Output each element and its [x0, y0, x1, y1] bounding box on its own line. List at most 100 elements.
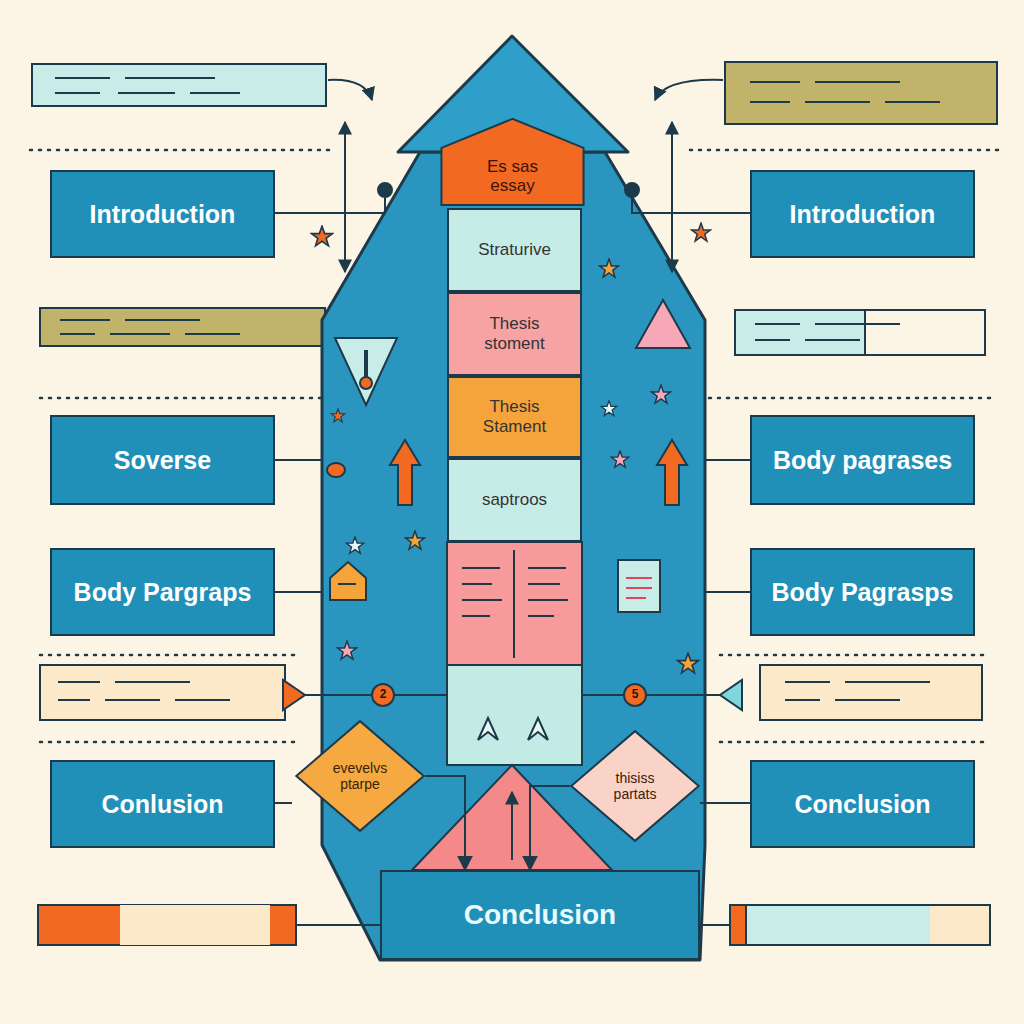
dash-panel: [750, 81, 800, 83]
dash-panel: [815, 323, 900, 325]
node-text: Soverse: [114, 446, 211, 475]
house-outline: [322, 36, 705, 960]
callout-number: 5: [623, 683, 647, 707]
node-text: Conclusion: [794, 790, 930, 819]
decision-diamond-outline: [296, 721, 423, 831]
section-box: Conclusion: [750, 760, 975, 848]
connector-arrow: [425, 776, 465, 870]
pointer-triangle: [720, 680, 742, 710]
dash-panel: [725, 62, 997, 124]
leader-line: [700, 924, 730, 926]
node-text: Conclusion: [464, 899, 616, 931]
icon: [626, 597, 646, 599]
decision-diamond-outline: [571, 731, 698, 841]
leader-line: [275, 459, 322, 461]
dash-panel: [845, 681, 930, 683]
curved-arrow: [655, 80, 723, 100]
star: [678, 653, 699, 673]
section-box: Body Pargraps: [50, 548, 275, 636]
dotted-rule: [40, 654, 300, 657]
icon: [390, 440, 420, 505]
center-band: [513, 550, 515, 658]
center-band: [447, 542, 582, 665]
dash-panel: [38, 905, 296, 945]
dash-panel: [735, 310, 985, 355]
title-pentagon: Es sas essay: [440, 118, 585, 206]
dash-panel: [750, 101, 790, 103]
structure-band: saptroos: [447, 458, 582, 542]
decision-diamond: evevelvs ptarpe: [295, 720, 425, 832]
node-text: 5: [632, 688, 639, 702]
leader-line: [705, 459, 750, 461]
node-text: Body Pagrasps: [771, 578, 953, 607]
dash-panel: [785, 699, 820, 701]
star: [331, 409, 345, 422]
icon: [330, 562, 366, 600]
structure-band: Thesis Stament: [447, 376, 582, 458]
icon: [338, 583, 356, 585]
leader-line: [705, 591, 750, 593]
dash-panel: [60, 333, 95, 335]
icon: [657, 440, 687, 505]
dash-panel: [885, 101, 940, 103]
leader-line: [625, 183, 639, 197]
icon: [626, 577, 652, 579]
node-text: Thesis Stament: [467, 397, 562, 436]
dash-panel: [125, 319, 200, 321]
star: [338, 641, 357, 659]
dash-panel: [55, 92, 100, 94]
icon: [364, 350, 368, 378]
dash-panel: [755, 323, 800, 325]
node-text: 2: [380, 688, 387, 702]
node-text: Introduction: [790, 200, 936, 229]
callout-number: 2: [371, 683, 395, 707]
dash-panel: [58, 699, 90, 701]
pointer-triangle: [283, 680, 305, 710]
dash-panel: [805, 101, 870, 103]
leader-line: [296, 924, 380, 926]
leader-line: [582, 694, 720, 696]
dash-panel: [40, 308, 325, 346]
star: [652, 385, 671, 403]
dash-panel: [60, 319, 110, 321]
dash-panel: [55, 77, 110, 79]
dash-panel: [815, 81, 900, 83]
house-outline: [322, 152, 705, 960]
section-box: Conlusion: [50, 760, 275, 848]
structure-band: Thesis stoment: [447, 292, 582, 376]
dash-panel: [760, 665, 982, 720]
dash-panel: [110, 333, 170, 335]
dash-panel: [785, 681, 830, 683]
dash-panel: [185, 333, 240, 335]
node-text: Body Pargraps: [74, 578, 252, 607]
vertical-arrow: [344, 122, 346, 272]
dash-panel: [805, 339, 860, 341]
node-text: Body pagrases: [773, 446, 952, 475]
icon: [327, 463, 345, 477]
section-box: Introduction: [50, 170, 275, 258]
center-band: [462, 568, 568, 616]
leader-line: [275, 190, 385, 213]
curved-arrow: [328, 80, 372, 100]
icon: [618, 560, 660, 612]
node-text: saptroos: [482, 490, 547, 510]
dotted-rule: [720, 654, 990, 657]
dash-panel: [125, 77, 215, 79]
center-band: [478, 718, 548, 740]
icon: [636, 300, 690, 348]
dash-panel: [730, 905, 746, 945]
dotted-rule: [30, 149, 330, 152]
center-band: [511, 792, 513, 860]
star: [312, 226, 333, 246]
star: [346, 537, 363, 553]
dash-panel: [175, 699, 230, 701]
star: [406, 531, 425, 549]
conclusion-box: Conclusion: [380, 870, 700, 960]
dash-panel: [190, 92, 240, 94]
leader-line: [632, 190, 750, 213]
star: [611, 451, 628, 467]
center-band: [412, 542, 612, 870]
dash-panel: [105, 699, 160, 701]
vertical-arrow: [671, 122, 673, 272]
